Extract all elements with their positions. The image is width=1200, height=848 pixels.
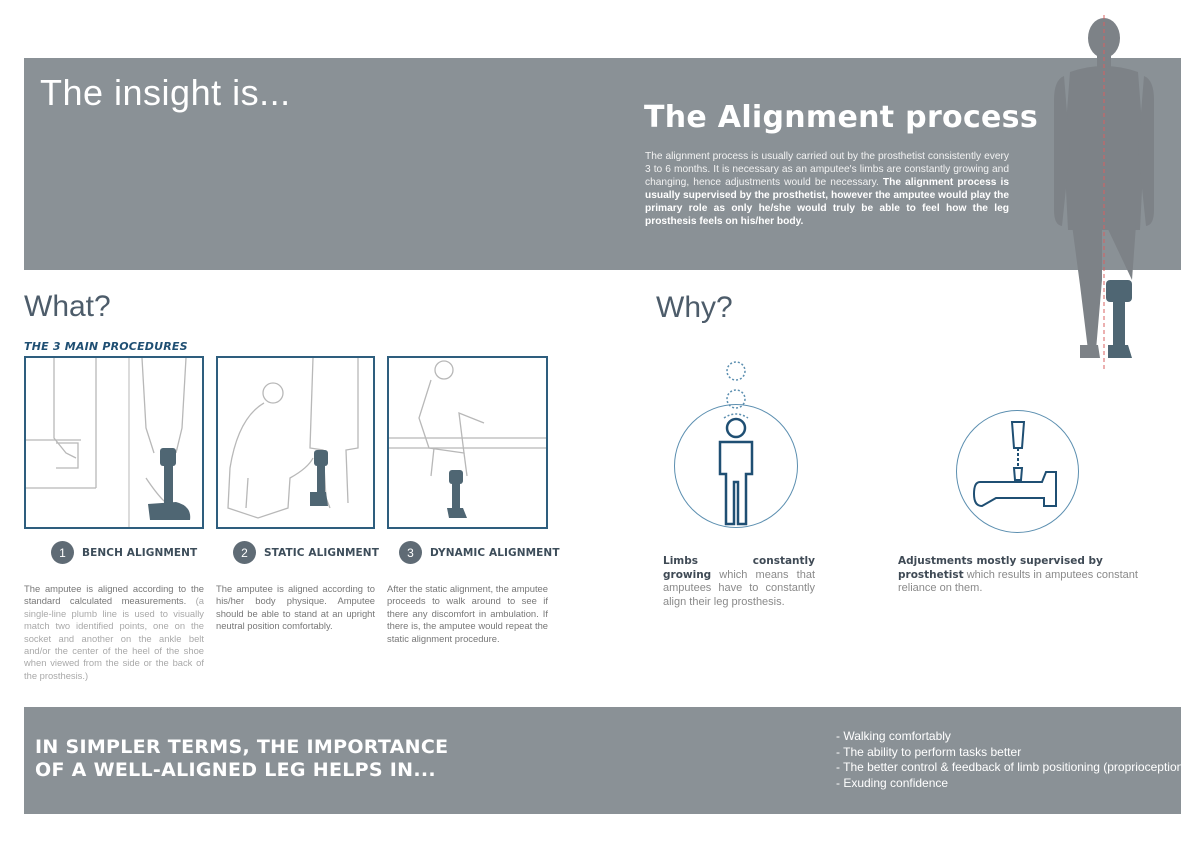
- why-caption-strong: Limbs constantly growing: [663, 555, 815, 581]
- procedure-number-badge: 3: [399, 541, 422, 564]
- procedure-description-text: The amputee is aligned according to the …: [24, 583, 204, 607]
- procedures-subheading: THE 3 MAIN PROCEDURES: [24, 340, 188, 353]
- dynamic-alignment-panel: [387, 356, 548, 529]
- why-caption-limbs: Limbs constantly growing which means tha…: [663, 555, 815, 609]
- procedure-description-note: (a single-line plumb line is used to vis…: [24, 595, 204, 681]
- static-alignment-panel: [216, 356, 375, 529]
- alignment-title: The Alignment process: [644, 100, 1038, 135]
- bench-alignment-illustration: [26, 358, 191, 527]
- procedure-label-dynamic: 3 DYNAMIC ALIGNMENT: [399, 541, 560, 564]
- procedure-name: DYNAMIC ALIGNMENT: [430, 546, 560, 559]
- alignment-description-plain: The alignment process is usually carried…: [645, 151, 1009, 188]
- why-caption-text: which means that amputees have to consta…: [663, 568, 815, 608]
- summary-banner: [24, 707, 1181, 814]
- benefit-item: - Exuding confidence: [836, 775, 949, 790]
- why-caption-text: which results in amputees constant relia…: [898, 568, 1138, 595]
- why-caption-prosthetist: Adjustments mostly supervised by prosthe…: [898, 555, 1148, 596]
- procedure-label-static: 2 STATIC ALIGNMENT: [233, 541, 379, 564]
- benefits-list: - Walking comfortably - The ability to p…: [836, 729, 1187, 791]
- benefit-item: - The ability to perform tasks better: [836, 744, 1022, 759]
- procedure-name: BENCH ALIGNMENT: [82, 546, 198, 559]
- procedure-number-badge: 2: [233, 541, 256, 564]
- why-caption-strong: Adjustments mostly supervised by prosthe…: [898, 555, 1103, 581]
- insight-title: The insight is...: [40, 72, 291, 113]
- procedure-name: STATIC ALIGNMENT: [264, 546, 379, 559]
- dynamic-alignment-illustration: [389, 360, 546, 518]
- procedure-description-static: The amputee is aligned according to his/…: [216, 583, 375, 633]
- benefit-item: - Walking comfortably: [836, 729, 951, 743]
- person-growing-icon: [718, 413, 754, 526]
- prosthetist-icon-circle: [956, 410, 1079, 533]
- insight-banner: [24, 58, 1181, 270]
- why-heading: Why?: [656, 291, 733, 324]
- procedure-description-text: After the static alignment, the amputee …: [387, 583, 548, 644]
- standing-person-silhouette-icon: [1054, 15, 1154, 372]
- procedure-number-badge: 1: [51, 541, 74, 564]
- limbs-growing-icon-circle: [674, 404, 798, 528]
- prosthetic-leg-plumb-icon: [972, 421, 1057, 508]
- what-heading: What?: [24, 290, 111, 323]
- static-alignment-illustration: [227, 358, 359, 519]
- bench-alignment-panel: [24, 356, 204, 529]
- procedure-label-bench: 1 BENCH ALIGNMENT: [51, 541, 197, 564]
- procedure-description-text: The amputee is aligned according to his/…: [216, 583, 375, 632]
- procedure-description-dynamic: After the static alignment, the amputee …: [387, 583, 548, 645]
- alignment-description: The alignment process is usually carried…: [645, 150, 1009, 228]
- summary-heading: IN SIMPLER TERMS, THE IMPORTANCE OF A WE…: [35, 736, 449, 781]
- benefit-item: - The better control & feedback of limb …: [836, 760, 1188, 774]
- growth-dots-icon: [726, 361, 746, 409]
- procedure-description-bench: The amputee is aligned according to the …: [24, 583, 204, 682]
- alignment-description-bold: The alignment process is usually supervi…: [645, 177, 1009, 227]
